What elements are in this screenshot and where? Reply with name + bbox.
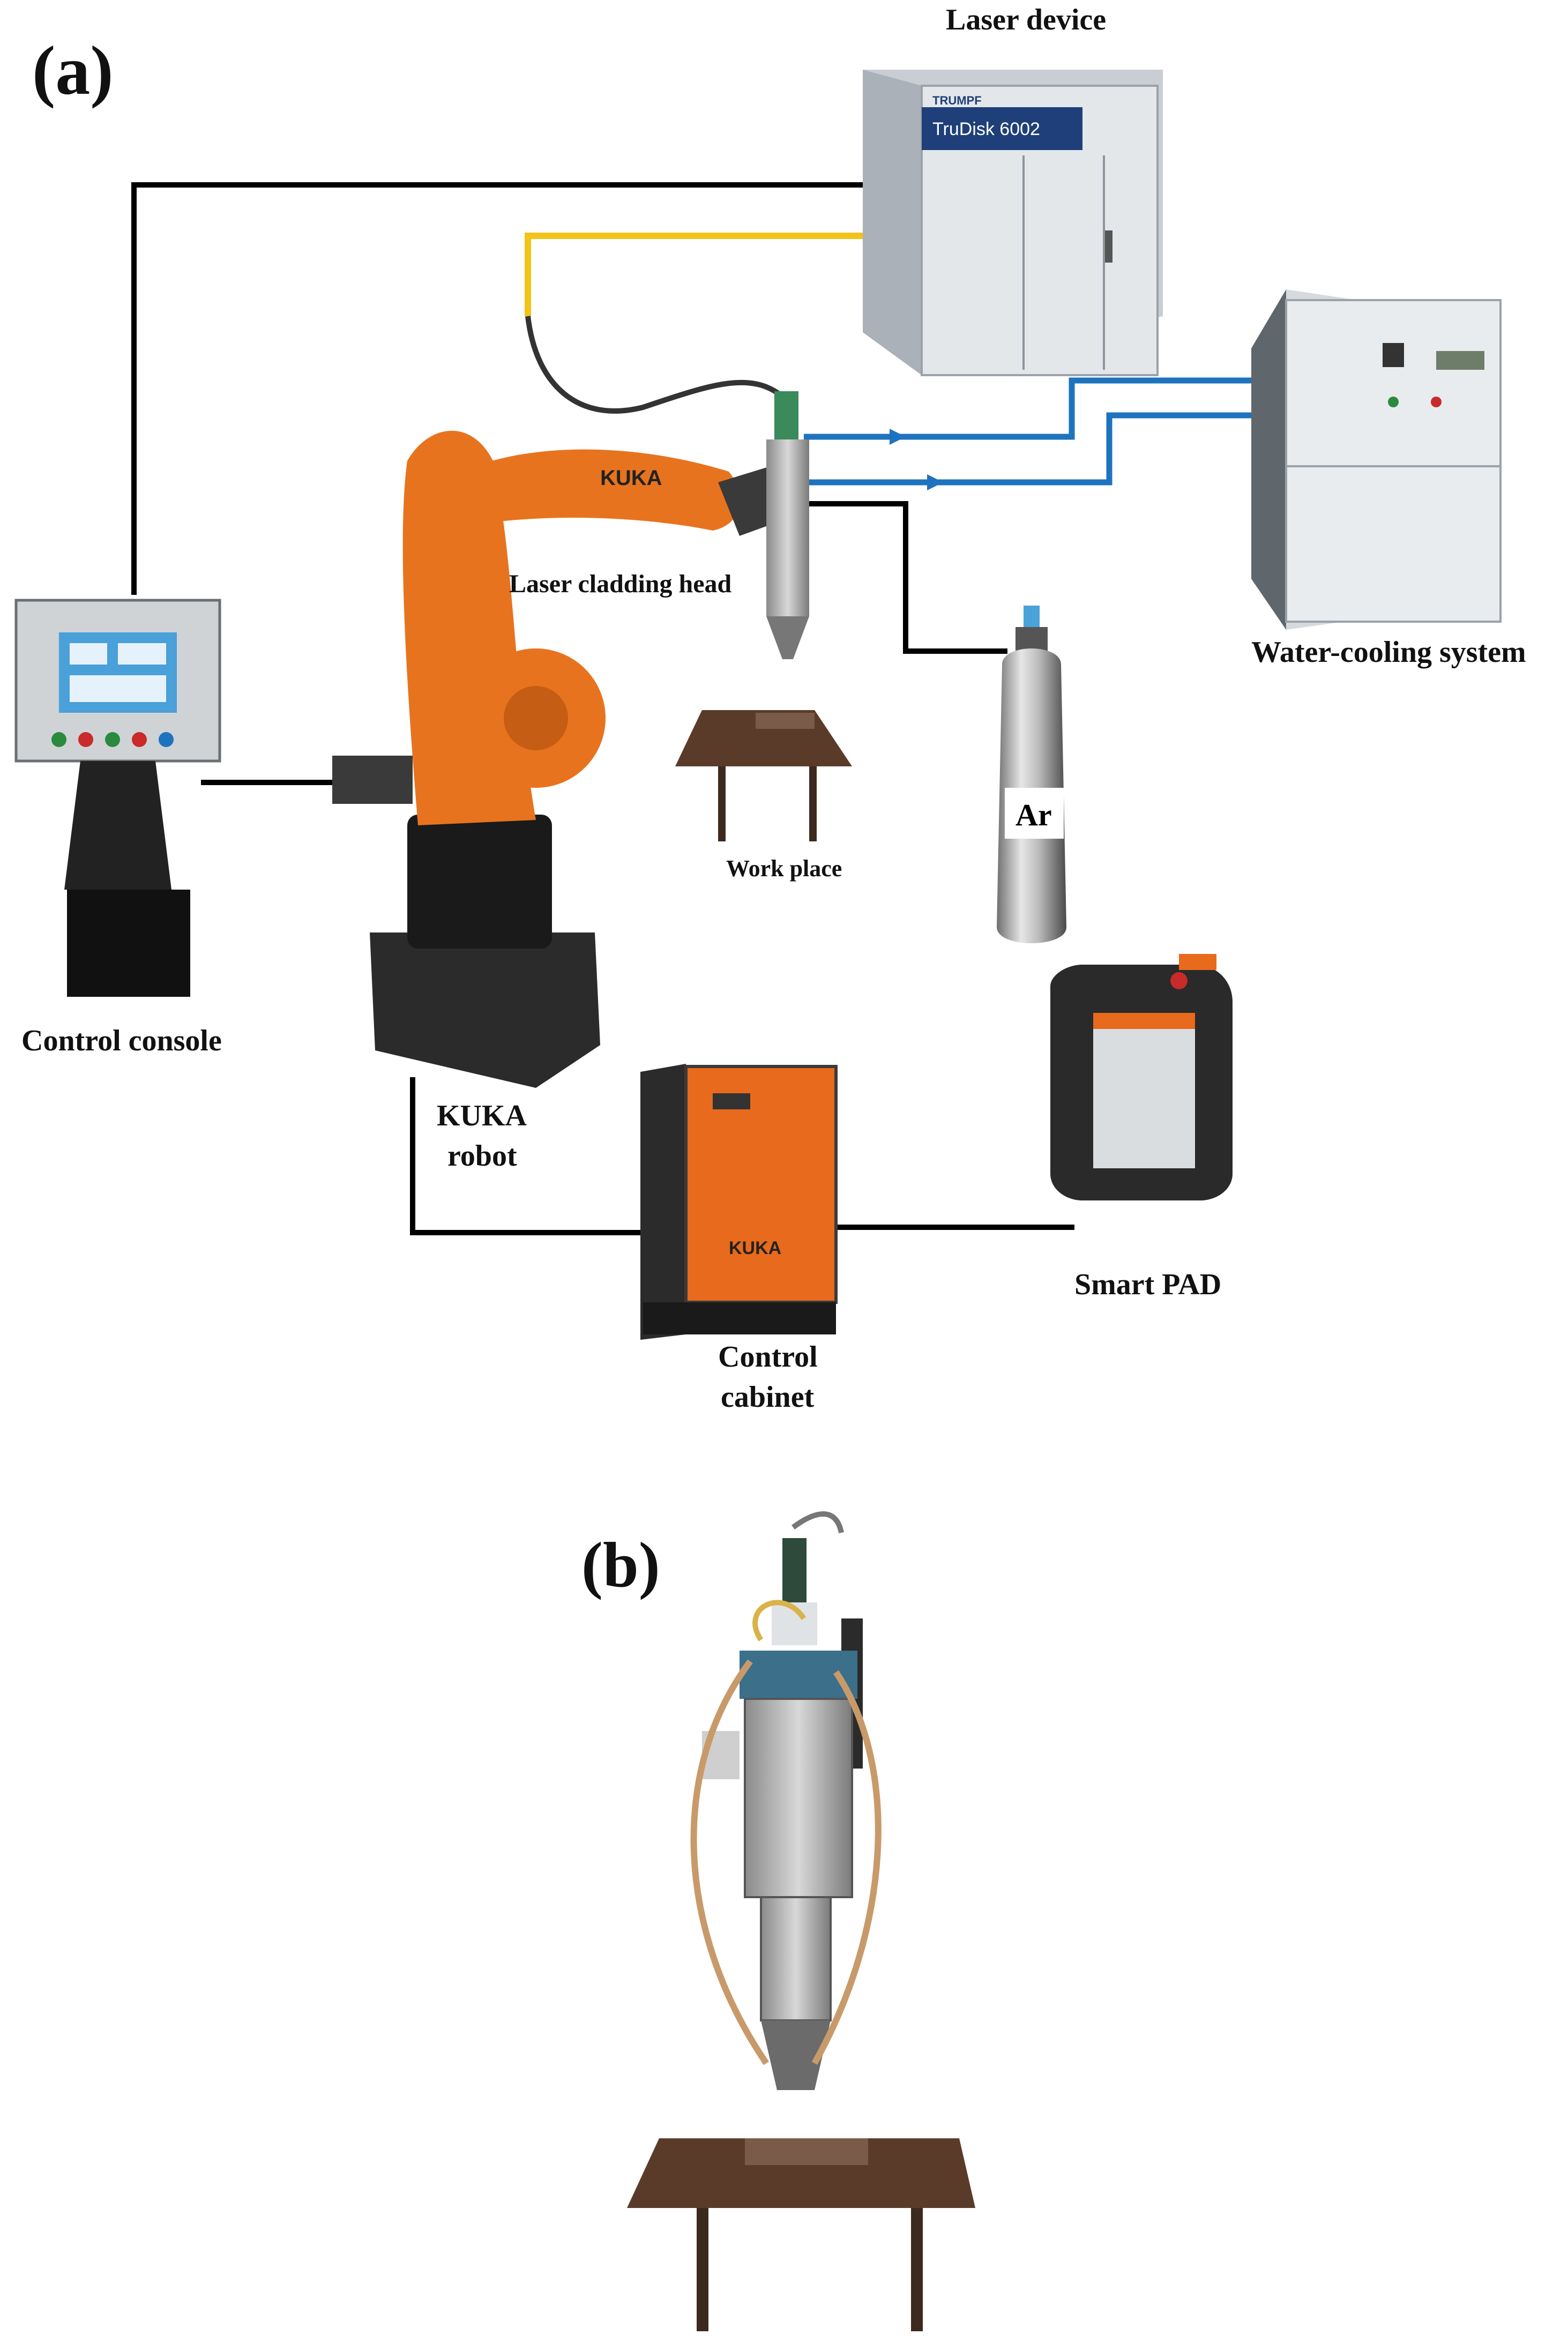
coolant-return-line: [804, 377, 1254, 440]
kuka-robot: KUKA: [332, 430, 798, 1088]
coolant-return-arrow: [890, 429, 906, 445]
ar-label: Ar: [1016, 797, 1052, 832]
work-place-table: [675, 710, 852, 841]
console-laser-line: [131, 182, 871, 595]
laser-cladding-head-label: Laser cladding head: [509, 570, 732, 598]
smart-pad: [1050, 954, 1233, 1200]
cabinet-brand-text: KUKA: [729, 1238, 781, 1258]
control-cabinet-label-1: Control: [718, 1340, 818, 1374]
fiber-cable: [525, 316, 785, 414]
panel-b-label: (b): [581, 1529, 660, 1600]
argon-line: [804, 501, 1007, 654]
laser-device: TruDisk 6002 TRUMPF: [863, 70, 1163, 376]
kuka-robot-label-2: robot: [447, 1139, 517, 1173]
smart-pad-label: Smart PAD: [1074, 1268, 1221, 1301]
kuka-robot-label-1: KUKA: [437, 1099, 527, 1132]
laser-brand-text: TRUMPF: [932, 94, 982, 107]
water-cooling-system: [1251, 289, 1502, 630]
connection-lines: [131, 182, 1254, 1235]
water-cooling-label: Water-cooling system: [1251, 636, 1526, 669]
argon-cylinder: Ar: [997, 606, 1066, 943]
control-console-label: Control console: [21, 1024, 222, 1057]
fiber-optic-line: [525, 233, 871, 316]
robot-cabinet-line: [410, 1077, 640, 1235]
work-place-label: Work place: [726, 855, 842, 882]
top-hook: [792, 1511, 844, 1534]
laser-model-text: TruDisk 6002: [932, 119, 1040, 139]
robot-brand-text: KUKA: [600, 466, 662, 490]
laser-device-label: Laser device: [946, 3, 1106, 36]
coolant-supply-line: [804, 412, 1254, 486]
cladding-head-photo: [690, 1511, 882, 2090]
control-cabinet-label-2: cabinet: [721, 1381, 815, 1414]
laser-cladding-head: [766, 391, 809, 659]
panel-a-label: (a): [32, 32, 114, 109]
control-console: [14, 599, 221, 997]
control-cabinet: KUKA: [640, 1064, 838, 1340]
coolant-supply-arrow: [927, 474, 943, 490]
work-place-table-b: [627, 2138, 975, 2331]
